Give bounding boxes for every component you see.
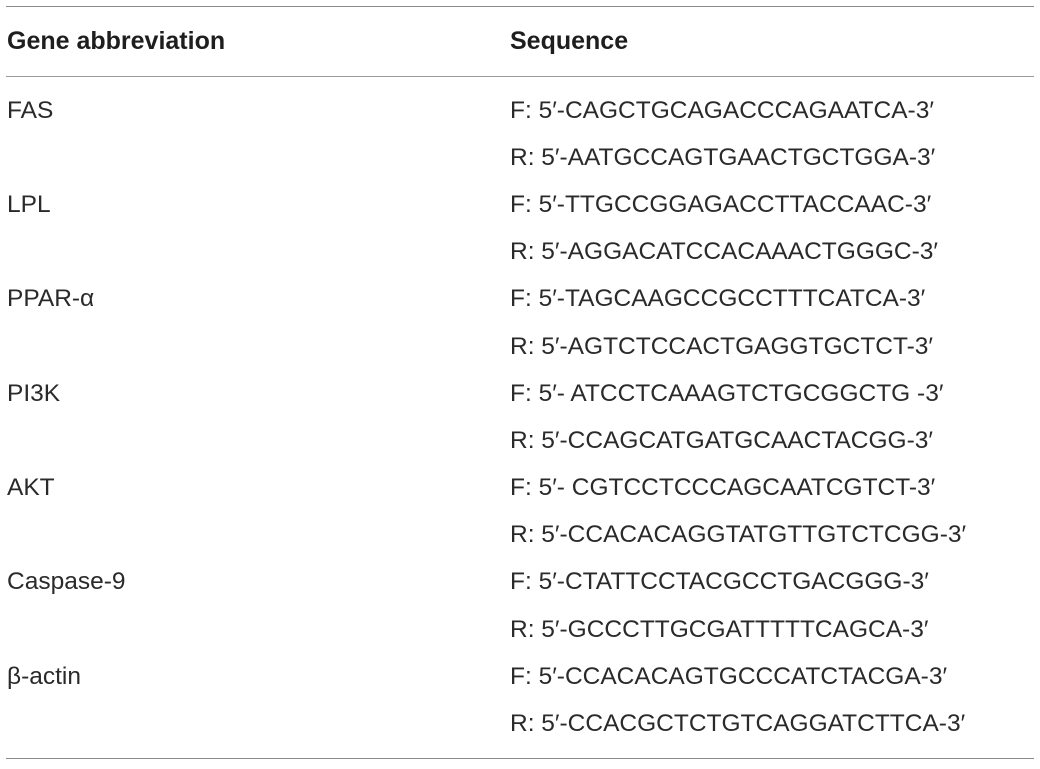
table-top-rule bbox=[6, 6, 1034, 7]
header-gene-abbreviation: Gene abbreviation bbox=[7, 27, 226, 55]
table-row: R: 5′-GCCCTTGCGATTTTTCAGCA-3′ bbox=[6, 606, 1034, 653]
table-row: LPL F: 5′-TTGCCGGAGACCTTACCAAC-3′ bbox=[6, 181, 1034, 228]
sequence-cell: F: 5′-CTATTCCTACGCCTGACGGG-3′ bbox=[510, 568, 929, 596]
table-body: FAS F: 5′-CAGCTGCAGACCCAGAATCA-3′ R: 5′-AA… bbox=[6, 77, 1034, 758]
table-row: R: 5′-AATGCCAGTGAACTGCTGGA-3′ bbox=[6, 134, 1034, 181]
sequence-cell: F: 5′- CGTCCTCCCAGCAATCGTCT-3′ bbox=[510, 474, 936, 502]
table-header-rule bbox=[6, 76, 1034, 77]
sequence-cell: R: 5′-GCCCTTGCGATTTTTCAGCA-3′ bbox=[510, 615, 929, 643]
table-row: β-actin F: 5′-CCACACAGTGCCCATCTACGA-3′ bbox=[6, 653, 1034, 700]
table-row: PPAR-α F: 5′-TAGCAAGCCGCCTTTCATCA-3′ bbox=[6, 276, 1034, 323]
sequence-cell: R: 5′-AGTCTCCACTGAGGTGCTCT-3′ bbox=[510, 332, 933, 360]
gene-name-cell: AKT bbox=[7, 474, 55, 502]
table-row: R: 5′-CCACACAGGTATGTTGTCTCGG-3′ bbox=[6, 512, 1034, 559]
sequence-cell: R: 5′-CCACGCTCTGTCAGGATCTTCA-3′ bbox=[510, 710, 966, 738]
table-row: Caspase-9 F: 5′-CTATTCCTACGCCTGACGGG-3′ bbox=[6, 559, 1034, 606]
table-row: AKT F: 5′- CGTCCTCCCAGCAATCGTCT-3′ bbox=[6, 465, 1034, 512]
sequence-cell: F: 5′-CAGCTGCAGACCCAGAATCA-3′ bbox=[510, 96, 934, 124]
sequence-cell: F: 5′-TTGCCGGAGACCTTACCAAC-3′ bbox=[510, 190, 932, 218]
table-header-row: Gene abbreviation Sequence bbox=[6, 7, 1034, 76]
sequence-cell: F: 5′-CCACACAGTGCCCATCTACGA-3′ bbox=[510, 662, 948, 690]
sequence-cell: R: 5′-AGGACATCCACAAACTGGGC-3′ bbox=[510, 238, 939, 266]
table-row: R: 5′-AGTCTCCACTGAGGTGCTCT-3′ bbox=[6, 323, 1034, 370]
gene-name-cell: PPAR-α bbox=[7, 285, 95, 313]
sequence-cell: F: 5′- ATCCTCAAAGTCTGCGGCTG -3′ bbox=[510, 379, 944, 407]
sequence-cell: R: 5′-CCAGCATGATGCAACTACGG-3′ bbox=[510, 426, 933, 454]
table-row: FAS F: 5′-CAGCTGCAGACCCAGAATCA-3′ bbox=[6, 87, 1034, 134]
table-row: R: 5′-AGGACATCCACAAACTGGGC-3′ bbox=[6, 229, 1034, 276]
gene-name-cell: FAS bbox=[7, 96, 54, 124]
sequence-cell: F: 5′-TAGCAAGCCGCCTTTCATCA-3′ bbox=[510, 285, 926, 313]
gene-name-cell: LPL bbox=[7, 190, 51, 218]
table-bottom-rule bbox=[6, 757, 1034, 759]
gene-name-cell: β-actin bbox=[7, 662, 82, 690]
table-row: R: 5′-CCACGCTCTGTCAGGATCTTCA-3′ bbox=[6, 700, 1034, 747]
header-sequence: Sequence bbox=[510, 27, 629, 55]
primer-table: Gene abbreviation Sequence FAS F: 5′-CAGC… bbox=[6, 6, 1034, 759]
table-row: PI3K F: 5′- ATCCTCAAAGTCTGCGGCTG -3′ bbox=[6, 370, 1034, 417]
table-row: R: 5′-CCAGCATGATGCAACTACGG-3′ bbox=[6, 417, 1034, 464]
gene-name-cell: PI3K bbox=[7, 379, 61, 407]
gene-name-cell: Caspase-9 bbox=[7, 568, 126, 596]
sequence-cell: R: 5′-AATGCCAGTGAACTGCTGGA-3′ bbox=[510, 143, 936, 171]
sequence-cell: R: 5′-CCACACAGGTATGTTGTCTCGG-3′ bbox=[510, 521, 967, 549]
